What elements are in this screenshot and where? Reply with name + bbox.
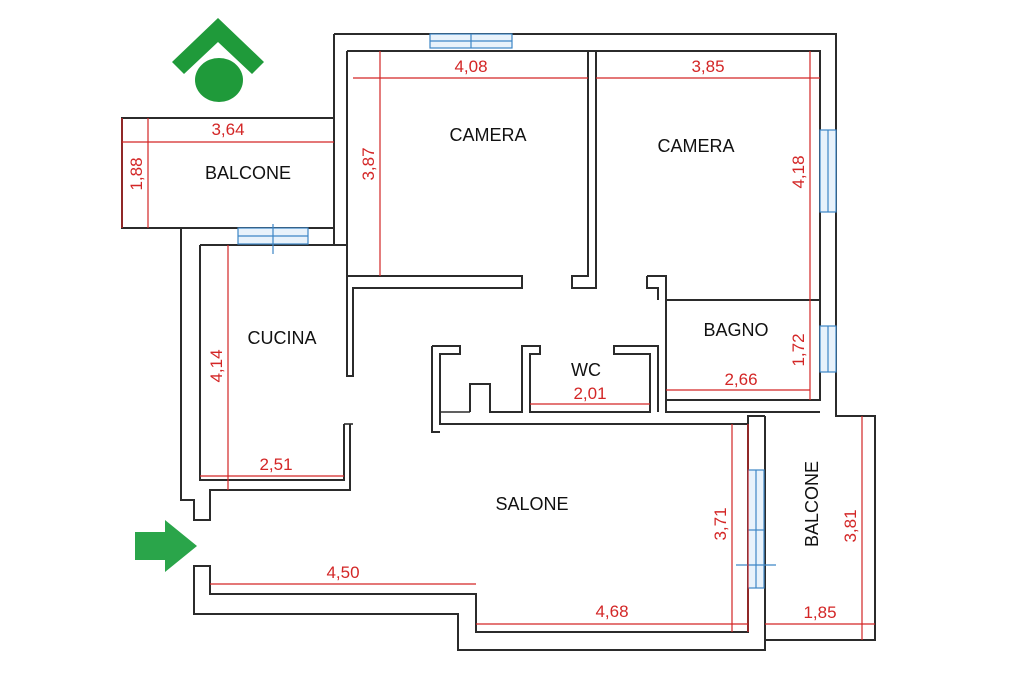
dim-balcone-top-width: 3,64 xyxy=(211,120,244,139)
dim-bagno-width: 2,66 xyxy=(724,370,757,389)
entrance-arrow-icon xyxy=(135,520,197,572)
dim-cucina-width: 2,51 xyxy=(259,455,292,474)
room-camera-left: CAMERA xyxy=(449,125,526,145)
room-bagno: BAGNO xyxy=(703,320,768,340)
room-wc: WC xyxy=(571,360,601,380)
dim-wc-width: 2,01 xyxy=(573,384,606,403)
dim-camera-right-depth: 4,18 xyxy=(789,155,808,188)
dim-salone-width-upper: 4,50 xyxy=(326,563,359,582)
room-salone: SALONE xyxy=(495,494,568,514)
dim-balcone-top-depth: 1,88 xyxy=(127,157,146,190)
dim-salone-width-lower: 4,68 xyxy=(595,602,628,621)
windows xyxy=(237,33,837,589)
dim-balcone-right-depth: 3,81 xyxy=(841,509,860,542)
dim-balcone-right-width: 1,85 xyxy=(803,603,836,622)
dimension-lines xyxy=(121,51,875,640)
dim-bagno-depth: 1,72 xyxy=(789,333,808,366)
dim-camera-left-depth: 3,87 xyxy=(359,147,378,180)
dim-salone-depth: 3,71 xyxy=(711,507,730,540)
dim-camera-right-width: 3,85 xyxy=(691,57,724,76)
house-logo-icon xyxy=(172,18,264,102)
room-labels: BALCONE CAMERA CAMERA CUCINA BAGNO WC SA… xyxy=(205,125,822,547)
dim-cucina-depth: 4,14 xyxy=(207,349,226,382)
dim-camera-left-width: 4,08 xyxy=(454,57,487,76)
room-balcone-top: BALCONE xyxy=(205,163,291,183)
walls xyxy=(121,33,876,651)
room-balcone-right: BALCONE xyxy=(802,461,822,547)
room-camera-right: CAMERA xyxy=(657,136,734,156)
room-cucina: CUCINA xyxy=(247,328,316,348)
dimension-labels: 3,64 1,88 4,08 3,87 3,85 4,18 4,14 2,51 … xyxy=(127,57,860,622)
